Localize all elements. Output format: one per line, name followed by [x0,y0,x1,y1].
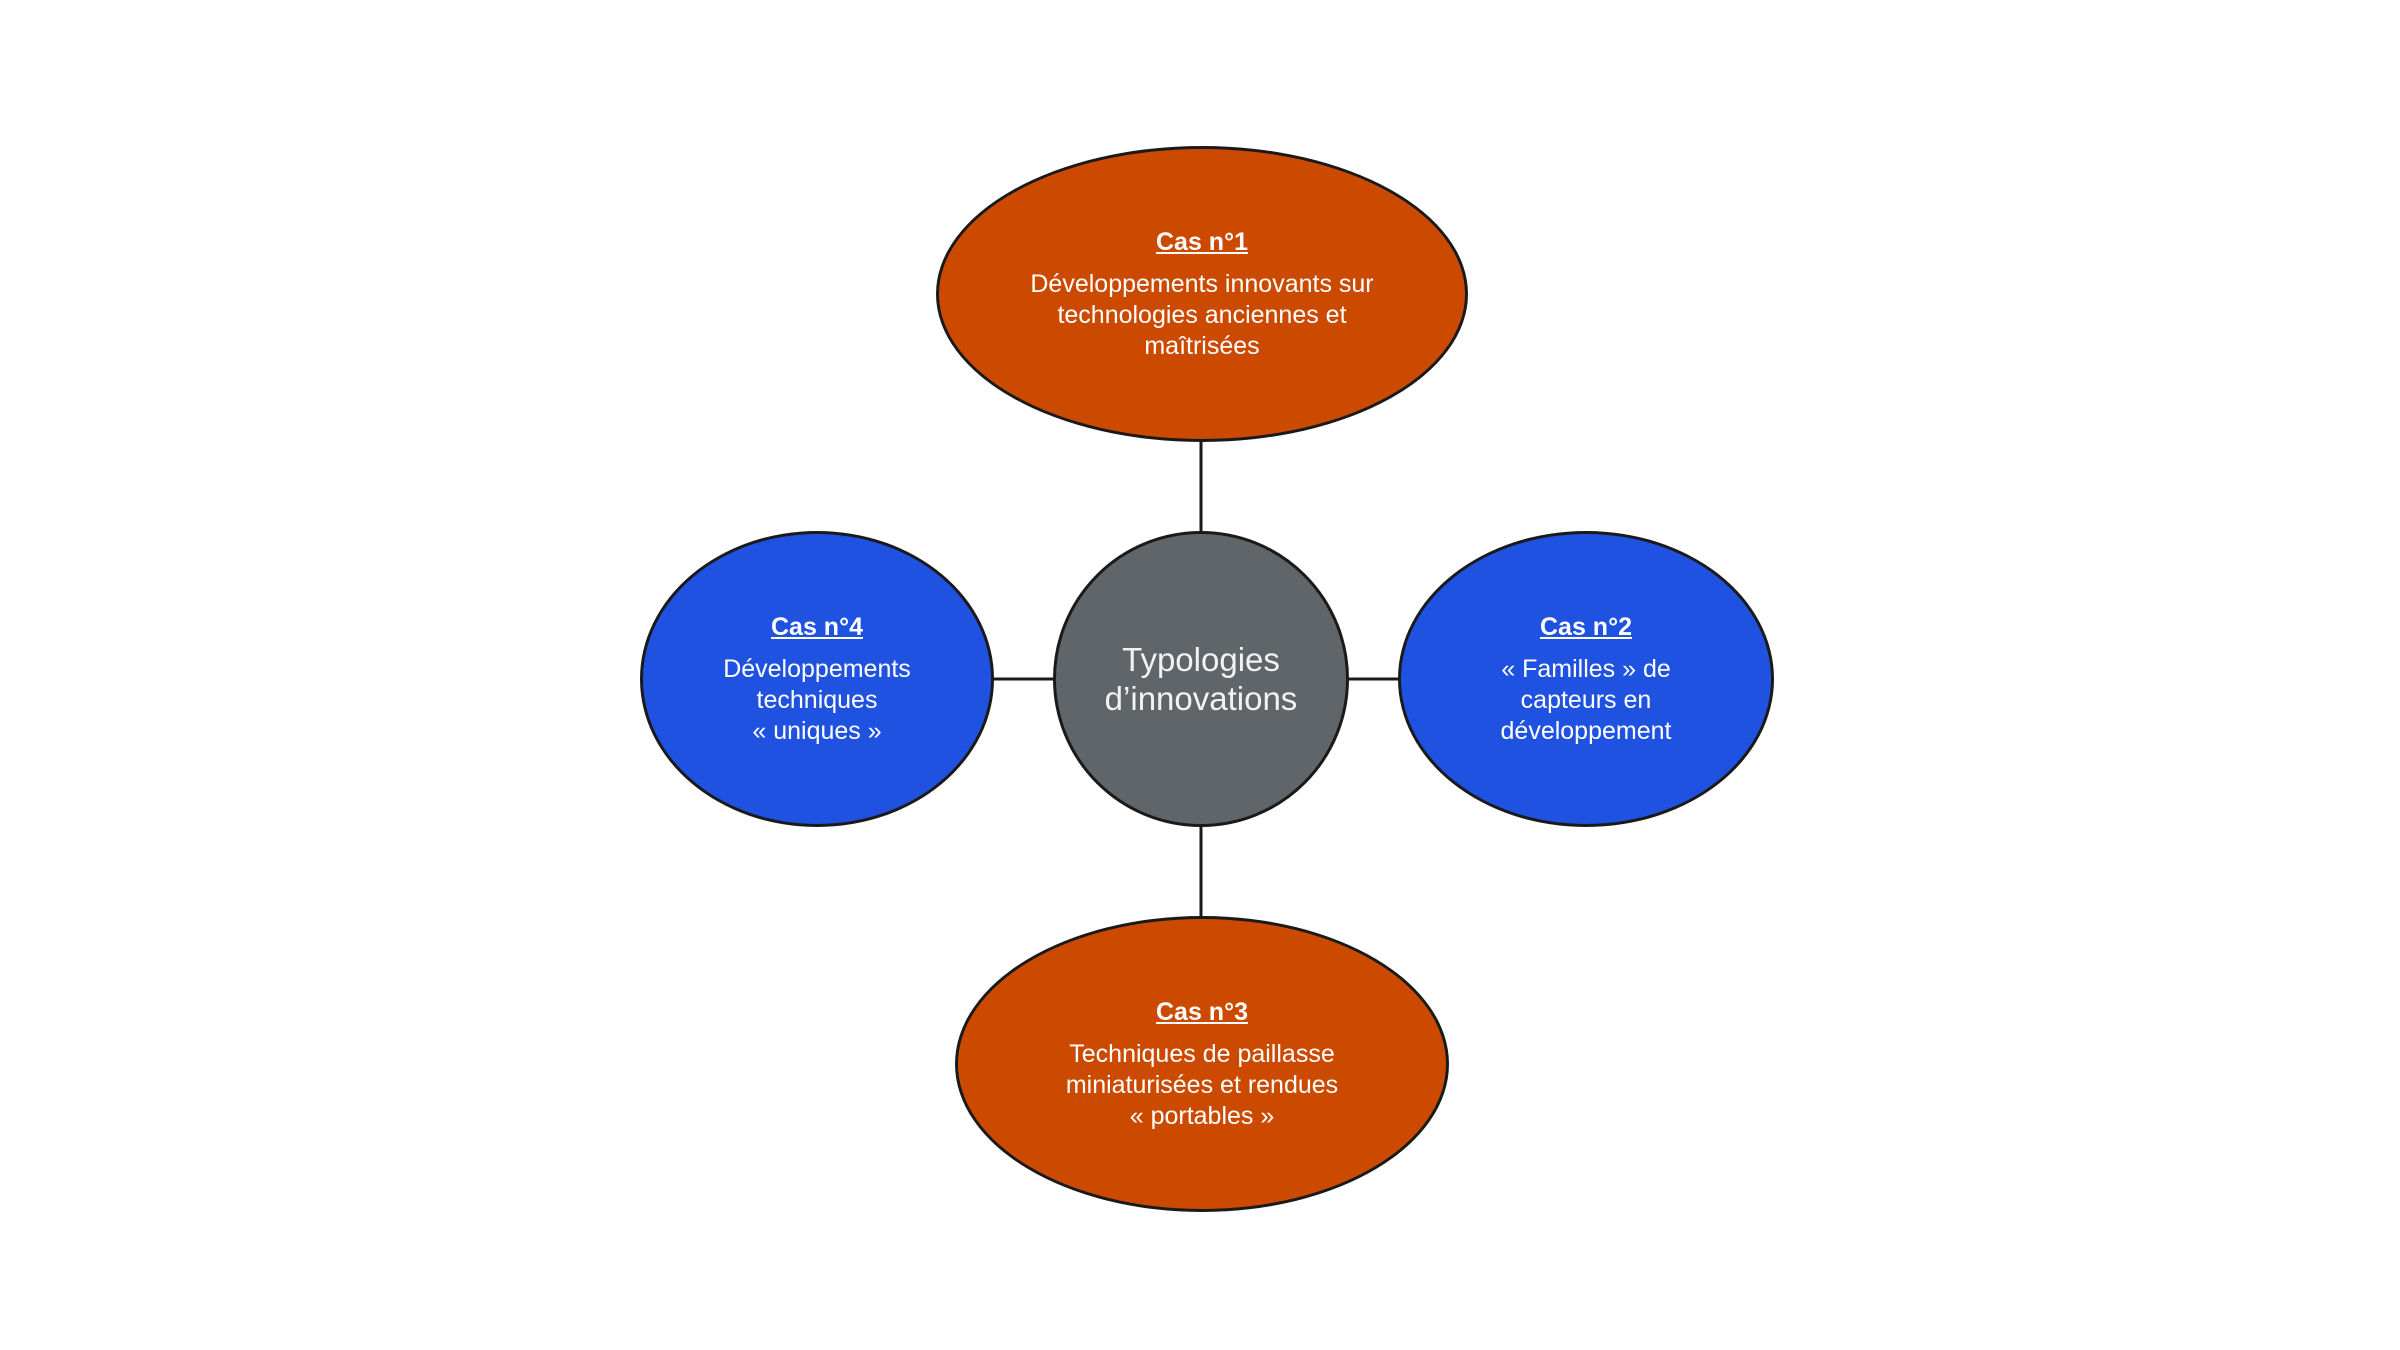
case-4-node: Cas n°4 Développements techniques « uniq… [640,531,994,827]
center-node: Typologies d’innovations [1053,531,1349,827]
center-label: Typologies d’innovations [1104,641,1298,717]
case-4-description: Développements techniques « uniques » [723,654,911,745]
case-4-title: Cas n°4 [771,612,863,641]
case-2-node: Cas n°2 « Familles » de capteurs en déve… [1398,531,1774,827]
case-1-node: Cas n°1 Développements innovants sur tec… [936,146,1468,442]
case-3-title: Cas n°3 [1156,997,1248,1026]
case-1-description: Développements innovants sur technologie… [1030,269,1374,360]
case-1-title: Cas n°1 [1156,227,1248,256]
case-2-title: Cas n°2 [1540,612,1632,641]
case-2-description: « Familles » de capteurs en développemen… [1500,654,1672,745]
case-3-description: Techniques de paillasse miniaturisées et… [1065,1039,1339,1130]
case-3-node: Cas n°3 Techniques de paillasse miniatur… [955,916,1449,1212]
